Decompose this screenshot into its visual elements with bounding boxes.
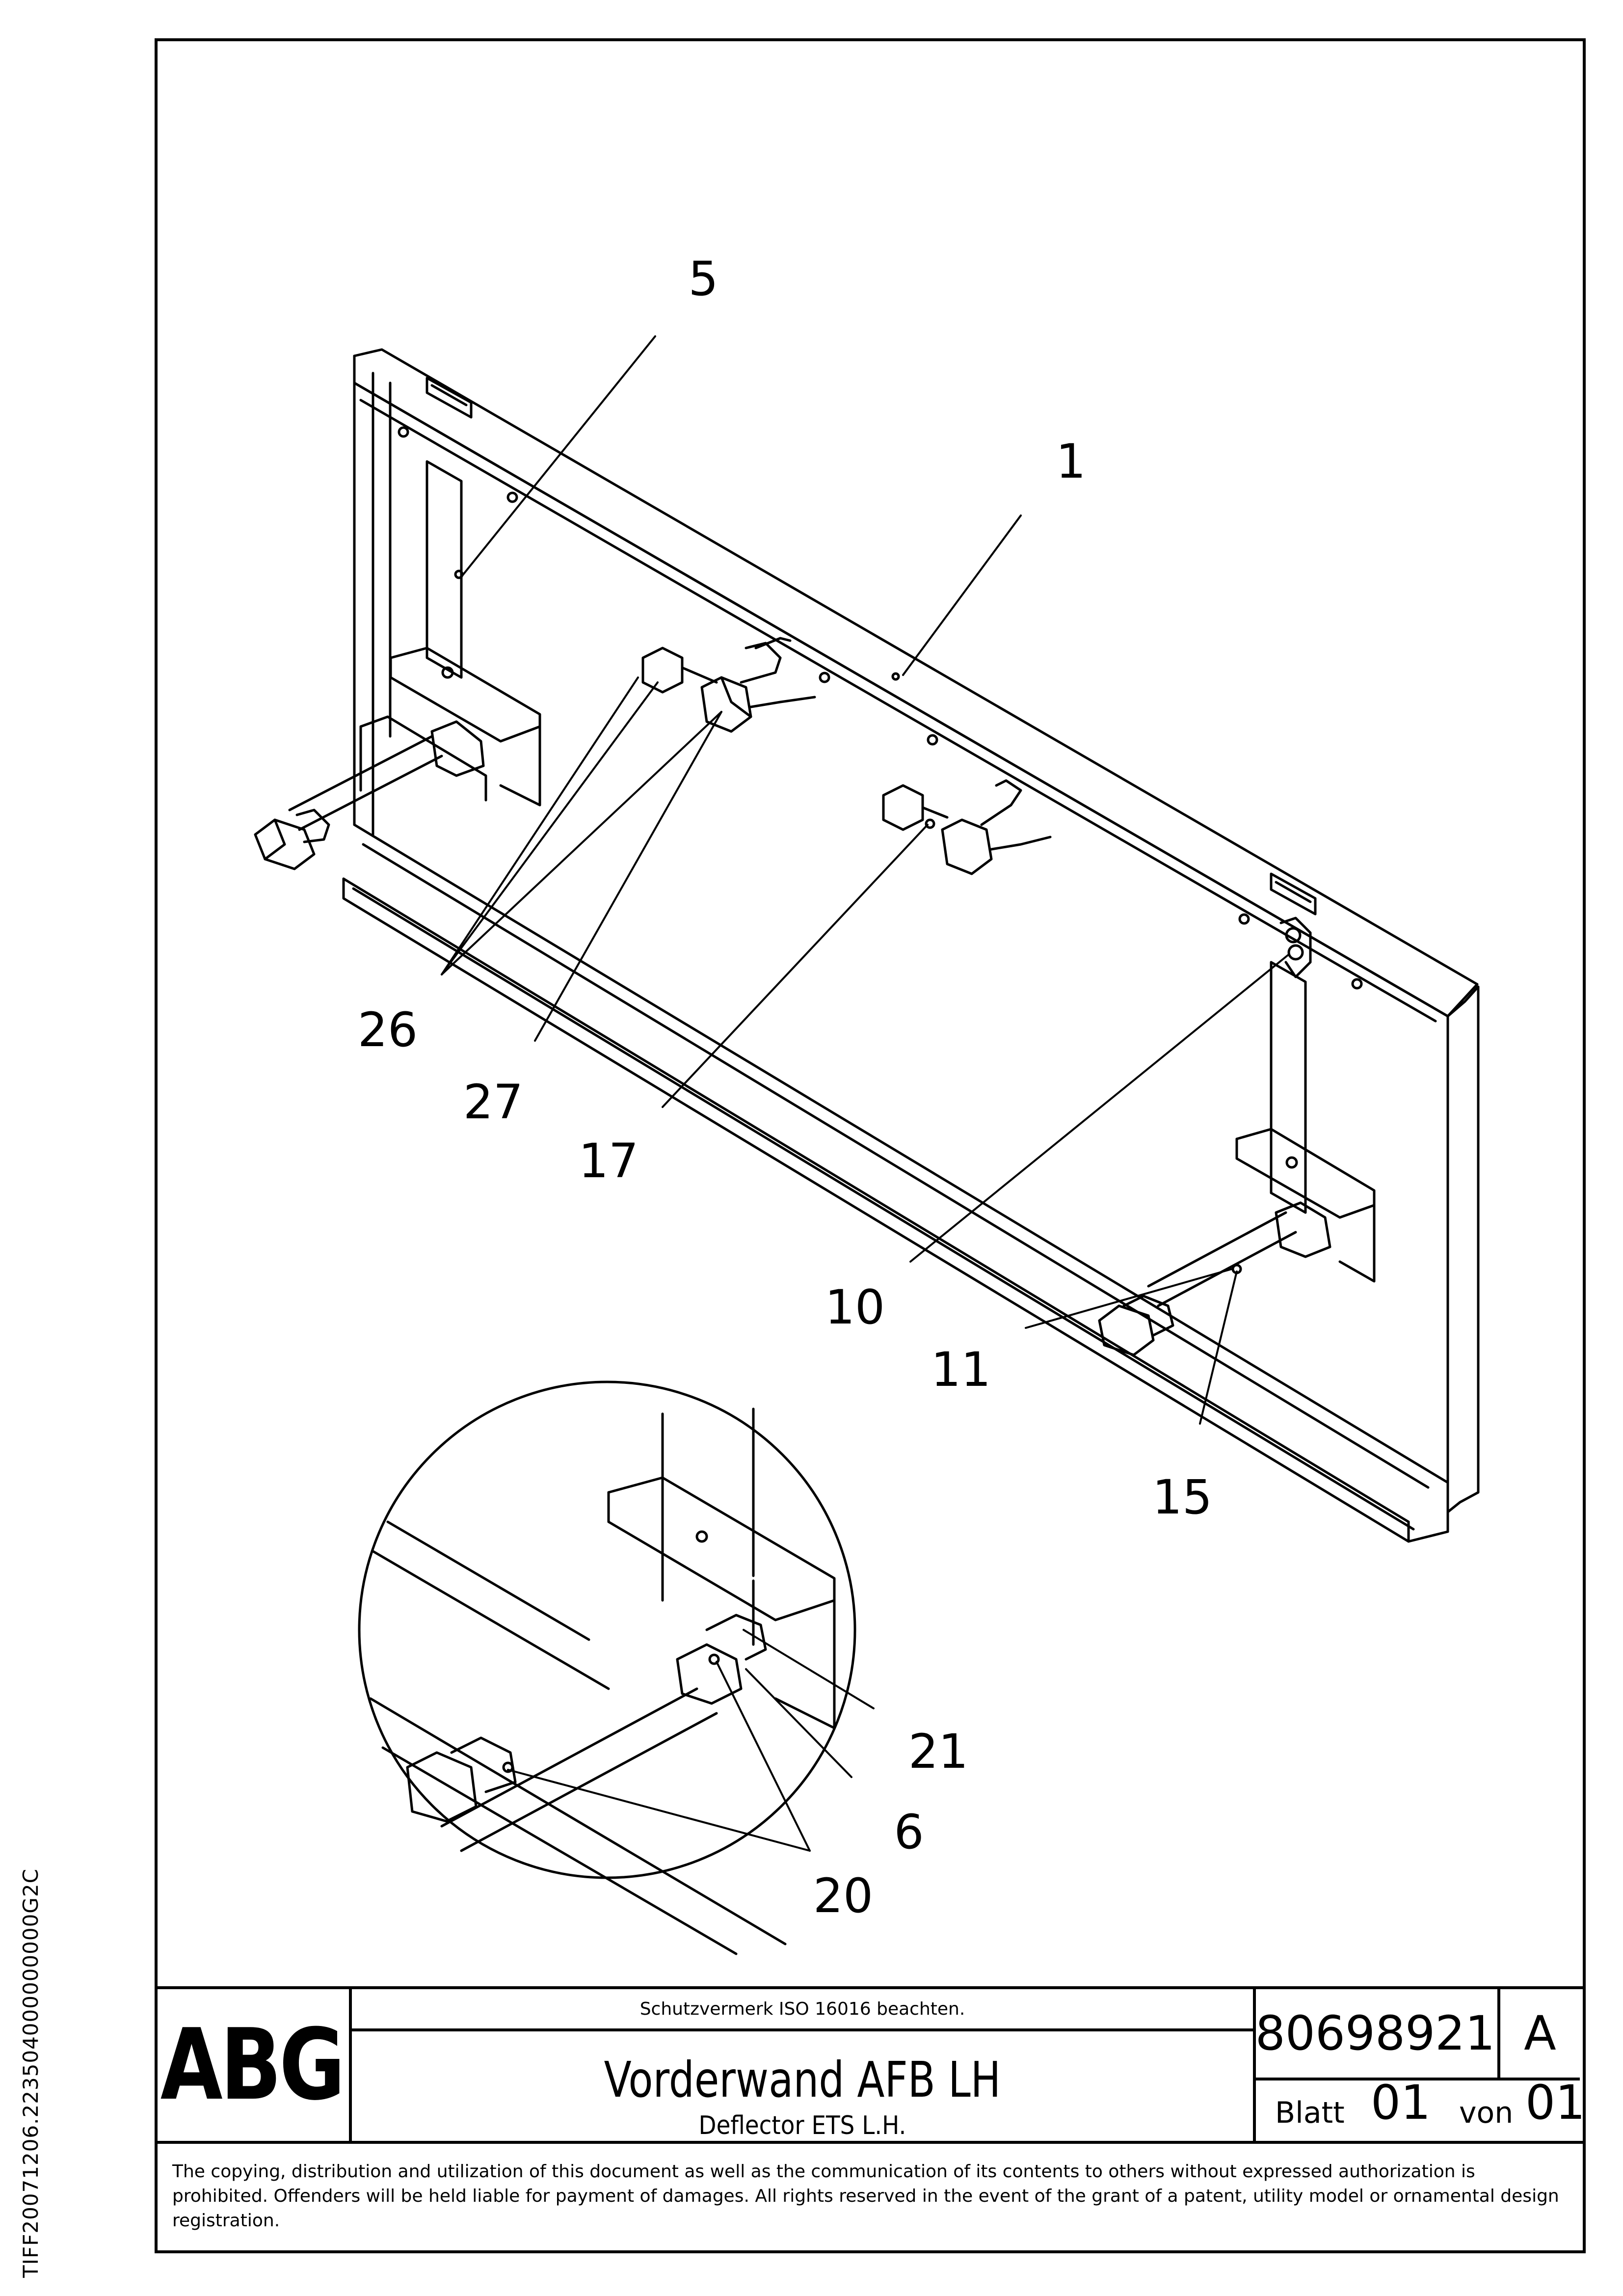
callout-10: 10 [825,1280,885,1335]
right-bracket [1235,917,1376,1283]
middle-left-bolts [641,637,816,733]
left-bracket [359,460,541,807]
callout-26: 26 [357,1002,418,1057]
sheet-total: 01 [1525,2075,1586,2130]
callout-1: 1 [1056,434,1086,489]
callout-11: 11 [931,1342,991,1397]
logo-cell: ABG [155,1989,352,2141]
callout-15: 15 [1152,1470,1213,1525]
callout-5: 5 [688,251,718,306]
document-number: 80698921 [1253,1989,1500,2080]
sheet-info: Blatt 01 von 01 [1253,2075,1585,2141]
bottom-rail [342,823,1449,1543]
of-label: von [1459,2096,1514,2130]
drawing-frame [155,38,1586,2253]
left-bolt [254,720,485,870]
drawing-title-german: Vorderwand AFB LH [604,2051,1001,2108]
title-block: ABG Schutzvermerk ISO 16016 beachten. Vo… [155,1986,1586,2141]
title-cell: Vorderwand AFB LH Deflector ETS L.H. [352,2031,1256,2141]
detail-view [358,1380,856,1955]
side-identifier: TIFF20071206.223504000000000G2C [19,1868,43,2278]
revision-letter: A [1500,1989,1580,2080]
right-bolt [1098,1201,1331,1356]
drawing-title-english: Deflector ETS L.H. [698,2111,906,2140]
copyright-disclaimer: The copying, distribution and utilizatio… [155,2141,1586,2253]
sheet-number: 01 [1371,2075,1431,2130]
deflector-plate [353,348,1480,1513]
protection-notice: Schutzvermerk ISO 16016 beachten. [352,1989,1256,2031]
sheet-label: Blatt [1275,2096,1345,2130]
callout-27: 27 [463,1075,524,1130]
callout-6: 6 [894,1805,924,1860]
callout-17: 17 [578,1134,639,1189]
leader-lines [441,335,1289,1852]
middle-bolt [882,779,1052,875]
callout-21: 21 [908,1724,969,1779]
callout-20: 20 [813,1868,874,1923]
company-logo: ABG [160,2007,346,2122]
